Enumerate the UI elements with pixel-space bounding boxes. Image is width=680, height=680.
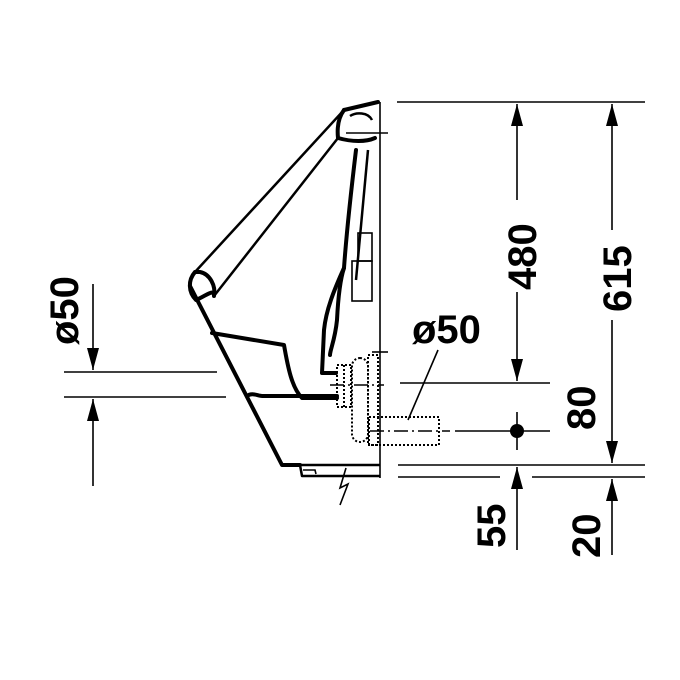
- left-dimensions: [64, 284, 226, 486]
- dimension-615-label: 615: [596, 245, 640, 312]
- lightning-bolt-icon: [338, 467, 350, 506]
- dimension-20-label: 20: [565, 514, 609, 559]
- left-diameter-label: ø50: [43, 276, 87, 345]
- outlet-diameter-label: ø50: [412, 308, 481, 352]
- dimension-80-label: 80: [560, 386, 604, 431]
- right-dimensions: [397, 101, 645, 555]
- center-point-marker: [510, 424, 524, 438]
- dimension-55-label: 55: [470, 504, 514, 549]
- dimension-480-label: 480: [501, 223, 545, 290]
- outlet-fitting-hidden: [330, 351, 450, 446]
- urinal-body: [187, 100, 388, 478]
